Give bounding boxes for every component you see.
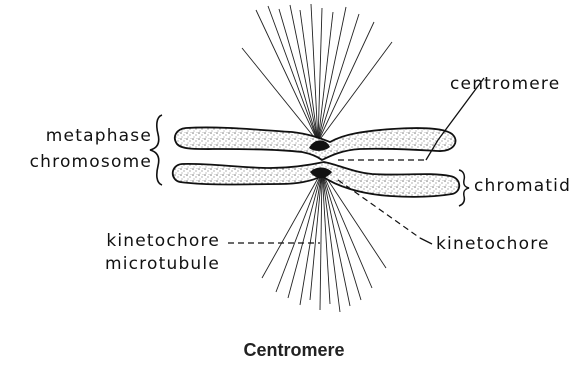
chromosome-label: chromosome <box>2 152 152 172</box>
centromere-label: centromere <box>450 74 560 94</box>
chromatid-brace <box>459 170 469 206</box>
lower-chromatid <box>173 162 460 197</box>
kinetochore-microtubule-label-line1: kinetochore <box>20 231 220 251</box>
upper-microtubules <box>242 4 392 142</box>
kinetochore-microtubule-label-line2: microtubule <box>20 254 220 274</box>
figure-caption: Centromere <box>0 340 588 361</box>
chromatid-label: chromatid <box>474 176 571 196</box>
metaphase-label: metaphase <box>2 126 152 146</box>
kinetochore-label: kinetochore <box>436 234 550 254</box>
kinetochore-leader <box>420 238 432 244</box>
